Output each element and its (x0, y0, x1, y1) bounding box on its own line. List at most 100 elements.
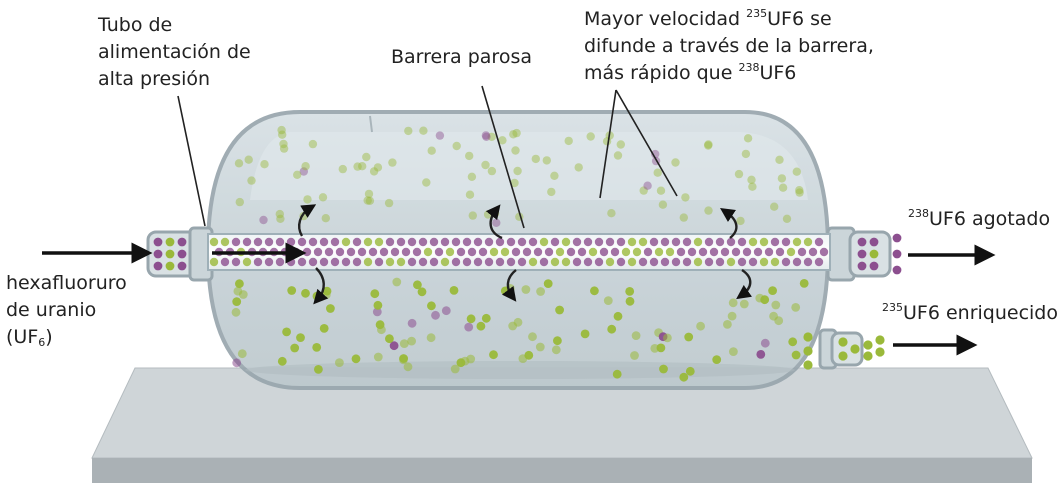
particle (521, 285, 531, 294)
particle (407, 318, 417, 328)
particle (341, 257, 351, 267)
particle (753, 247, 763, 257)
particle (244, 155, 253, 164)
particle (528, 332, 537, 342)
particle (422, 178, 431, 187)
particle (729, 347, 738, 356)
particle (679, 213, 688, 222)
particle (297, 237, 307, 247)
particle (353, 162, 362, 171)
particle (759, 237, 769, 247)
particle (487, 132, 496, 141)
particle (330, 257, 340, 267)
particle (153, 249, 163, 259)
particle (742, 247, 752, 257)
particle (153, 237, 163, 247)
particle (544, 247, 554, 257)
particle (638, 237, 648, 247)
particle (850, 344, 860, 354)
diffusion-note-line-2: difunde a través de la barrera, (584, 35, 874, 57)
diffusion-note-text-3b: UF6 (759, 62, 797, 84)
particle (510, 178, 519, 188)
particle (869, 261, 879, 271)
particle (528, 257, 538, 267)
particle (319, 237, 329, 247)
particle (403, 362, 413, 372)
enriched-label: 235UF6 enriquecido (882, 300, 1058, 327)
particle (743, 134, 753, 143)
particle (235, 279, 244, 289)
feed-tube-line-3: alta presión (98, 68, 211, 90)
particle (500, 247, 510, 257)
particle (489, 350, 498, 360)
particle (465, 151, 474, 161)
particle (726, 257, 736, 267)
particle (375, 320, 385, 330)
particle (385, 257, 395, 267)
particle (561, 237, 571, 247)
input-label: hexafluoruro de uranio (UF6) (6, 270, 127, 351)
particle (431, 310, 440, 320)
particle (769, 311, 778, 321)
particle (165, 261, 175, 271)
particle (726, 237, 736, 247)
particle (293, 170, 302, 179)
particle (778, 183, 788, 192)
particle (232, 297, 242, 306)
particle (286, 257, 296, 267)
particle (374, 257, 384, 267)
particle (734, 169, 744, 179)
depleted-sup: 238 (908, 207, 929, 220)
particle (547, 187, 556, 197)
particle (610, 247, 620, 257)
particle (335, 358, 344, 367)
particle (770, 257, 780, 267)
feed-tube-label: Tubo de alimentación de alta presión (98, 12, 251, 93)
particle (580, 329, 590, 339)
particle (473, 237, 483, 247)
particle (363, 237, 373, 247)
particle (553, 336, 562, 346)
particle (616, 257, 626, 267)
particle (803, 346, 813, 356)
particle (417, 287, 427, 297)
input-line-2: de uranio (6, 299, 97, 321)
particle (177, 249, 187, 259)
platform-front (92, 458, 1032, 483)
particle (781, 237, 791, 247)
particle (481, 131, 491, 140)
particle (653, 168, 662, 177)
particle (594, 237, 604, 247)
particle (649, 257, 659, 267)
particle (363, 257, 373, 267)
particle (365, 196, 375, 205)
particle (153, 261, 163, 271)
particle (748, 257, 758, 267)
particle (892, 265, 902, 275)
particle (242, 237, 252, 247)
particle (572, 237, 582, 247)
cylinder-highlight (250, 132, 808, 200)
particle (594, 257, 604, 267)
particle (607, 324, 617, 334)
particle (863, 340, 873, 350)
diffusion-arrow-up-middle (485, 204, 503, 240)
particle (685, 366, 695, 376)
particle (658, 200, 668, 209)
particle (509, 130, 518, 139)
diffusion-arrow-up-left (298, 204, 317, 237)
particle (506, 257, 516, 267)
particle (370, 289, 380, 299)
particle (737, 237, 747, 247)
particle (747, 175, 756, 184)
particle (234, 159, 244, 168)
particle (543, 279, 553, 288)
particle (627, 237, 637, 247)
particle (209, 237, 219, 247)
particle (231, 257, 241, 267)
pointer-diffusion-1 (599, 89, 617, 199)
particle (518, 354, 528, 363)
particle (286, 237, 296, 247)
particle (429, 237, 439, 247)
particle (693, 237, 703, 247)
